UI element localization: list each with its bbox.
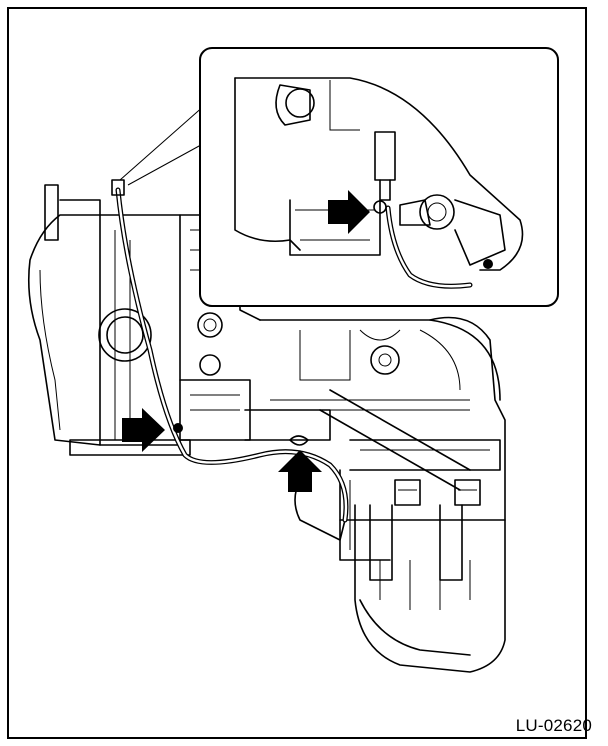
inset-leader	[119, 104, 211, 186]
outer-frame	[7, 7, 587, 739]
harness-clip	[289, 435, 309, 446]
arrow-sensor-detail	[328, 190, 370, 234]
engine-block	[27, 184, 506, 673]
arrow-sensor-main	[122, 408, 165, 452]
figure-code: LU-02620	[515, 716, 592, 735]
arrow-harness-clip	[278, 450, 322, 492]
sensor-connector	[173, 423, 183, 433]
inset-detail	[199, 47, 559, 307]
